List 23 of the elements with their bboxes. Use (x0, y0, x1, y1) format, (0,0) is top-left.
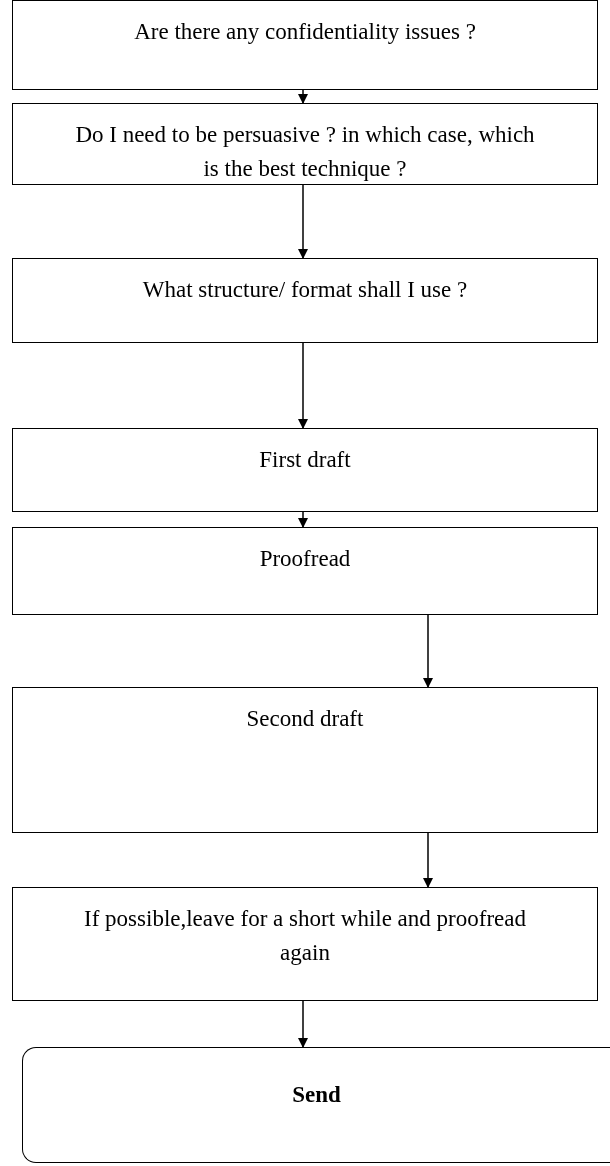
arrow (298, 89, 308, 104)
arrow (298, 342, 308, 429)
process-box (12, 258, 598, 343)
step-text: Second draft (245, 705, 365, 733)
terminal-box (22, 1047, 610, 1163)
arrow (298, 184, 308, 259)
step-text: What structure/ format shall I use ? (141, 276, 469, 304)
step-text: Do I need to be persuasive ? in which case, which is the best technique ? (74, 121, 536, 183)
process-box (12, 527, 598, 615)
step-text: First draft (258, 446, 352, 474)
arrow (423, 614, 433, 688)
process-box (12, 428, 598, 512)
process-box (12, 887, 598, 1001)
step-text: Send (291, 1081, 342, 1109)
arrow (298, 1000, 308, 1048)
arrow (298, 511, 308, 528)
step-text: Are there any confidentiality issues ? (133, 18, 477, 46)
process-box (12, 103, 598, 185)
step-text: If possible,leave for a short while and proofread again (83, 905, 527, 967)
process-box (12, 0, 598, 90)
step-text: Proofread (258, 545, 352, 573)
arrow (423, 832, 433, 888)
process-box (12, 687, 598, 833)
